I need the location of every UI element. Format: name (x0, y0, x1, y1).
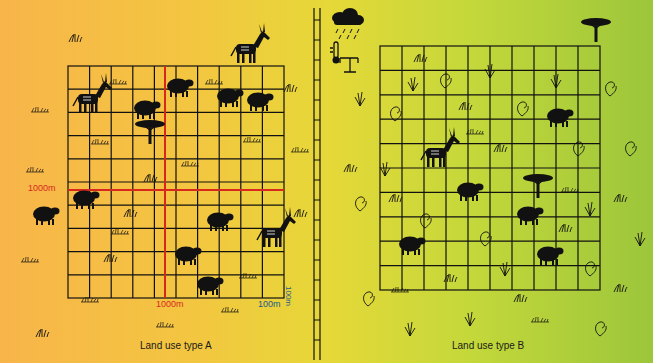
panel-caption: Land use type A (140, 340, 212, 351)
dimension-label: 100m (258, 300, 281, 310)
dimension-label: 1000m (28, 184, 56, 194)
dimension-label: 1000m (156, 300, 184, 310)
panel-caption: Land use type B (452, 340, 524, 351)
dimension-label: 100m (283, 286, 292, 306)
